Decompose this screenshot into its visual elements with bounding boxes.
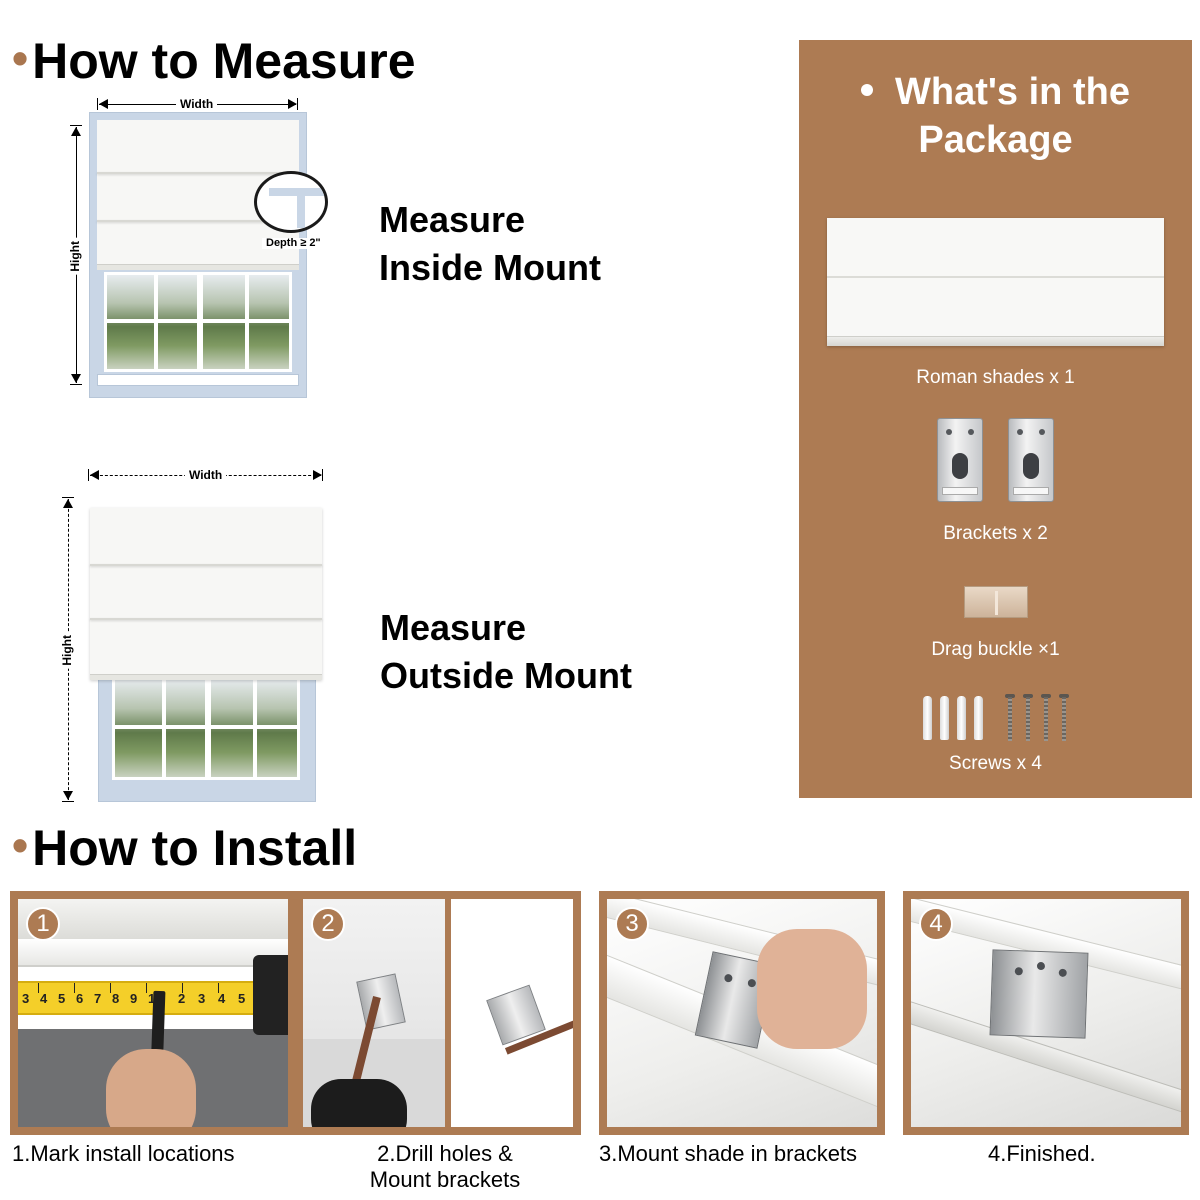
- outside-height-label: Hight: [60, 632, 74, 669]
- outside-shade: [90, 508, 322, 680]
- install-step-1: 1 3 4 5 6 7 8 9 1 2 3 4 5: [10, 891, 296, 1135]
- inside-width-label: Width: [176, 98, 218, 110]
- outside-height-tick-bottom: [62, 801, 74, 802]
- depth-label: Depth ≥ 2": [262, 238, 325, 249]
- bracket-icon: [989, 949, 1089, 1039]
- inside-width-tick-left: [97, 98, 98, 110]
- step-number-1: 1: [26, 907, 60, 941]
- inside-mount-heading: Measure Inside Mount: [379, 199, 601, 288]
- drill-icon: [311, 1079, 407, 1127]
- install-step-3: 3: [599, 891, 885, 1135]
- inside-window-glass: [104, 272, 292, 372]
- package-item-label-brackets: Brackets x 2: [943, 523, 1048, 544]
- bracket-left: [937, 418, 983, 502]
- inside-height-arrow-down: [71, 374, 81, 383]
- install-step-2: 2: [295, 891, 581, 1135]
- outside-width-arrow-left: [90, 470, 99, 480]
- outside-window-glass: [112, 676, 300, 780]
- step-number-3: 3: [615, 907, 649, 941]
- hand-icon: [106, 1049, 196, 1127]
- install-title: How to Install: [32, 820, 358, 876]
- step-caption-1: 1.Mark install locations: [12, 1141, 235, 1166]
- package-item-label-buckle: Drag buckle ×1: [931, 639, 1060, 660]
- heading-bullet: •: [12, 32, 29, 84]
- outside-height-arrow-down: [63, 791, 73, 800]
- heading-bullet: •: [12, 819, 29, 871]
- inside-window-sill: [97, 374, 299, 386]
- step-number-4: 4: [919, 907, 953, 941]
- measure-title: How to Measure: [32, 33, 416, 89]
- inside-height-arrow-up: [71, 127, 81, 136]
- step-number-2: 2: [311, 907, 345, 941]
- inside-height-tick-top: [70, 125, 82, 126]
- inside-height-tick-bottom: [70, 384, 82, 385]
- outside-height-tick-top: [62, 497, 74, 498]
- step-caption-3: 3.Mount shade in brackets: [599, 1141, 858, 1166]
- outside-height-arrow-up: [63, 499, 73, 508]
- outside-width-arrow-right: [313, 470, 322, 480]
- drag-buckle-icon: [964, 586, 1028, 618]
- measuring-tape-icon: 3 4 5 6 7 8 9 1 2 3 4 5: [18, 981, 258, 1015]
- outside-mount-heading: Measure Outside Mount: [380, 607, 632, 696]
- outside-width-tick-left: [88, 469, 89, 481]
- depth-zoom-circle: [254, 171, 328, 233]
- package-item-label-shades: Roman shades x 1: [916, 367, 1075, 388]
- inside-height-label: Hight: [68, 238, 82, 275]
- step-caption-2: 2.Drill holes & Mount brackets: [369, 1141, 521, 1192]
- measure-heading: •How to Measure: [12, 33, 416, 89]
- inside-width-arrow-right: [288, 99, 297, 109]
- bracket-right: [1008, 418, 1054, 502]
- package-title: What's in the Package: [799, 68, 1192, 164]
- roman-shade-icon: [827, 218, 1164, 346]
- inside-width-arrow-left: [99, 99, 108, 109]
- package-item-label-screws: Screws x 4: [949, 753, 1042, 774]
- package-panel: What's in the Package Roman shades x 1 B…: [799, 40, 1192, 798]
- title-bullet: [861, 84, 874, 96]
- inside-width-tick-right: [297, 98, 298, 110]
- outside-width-tick-right: [322, 469, 323, 481]
- step-caption-4: 4.Finished.: [988, 1141, 1096, 1166]
- outside-width-label: Width: [185, 469, 227, 481]
- hand-icon: [757, 929, 867, 1049]
- install-step-4: 4: [903, 891, 1189, 1135]
- install-heading: •How to Install: [12, 820, 358, 876]
